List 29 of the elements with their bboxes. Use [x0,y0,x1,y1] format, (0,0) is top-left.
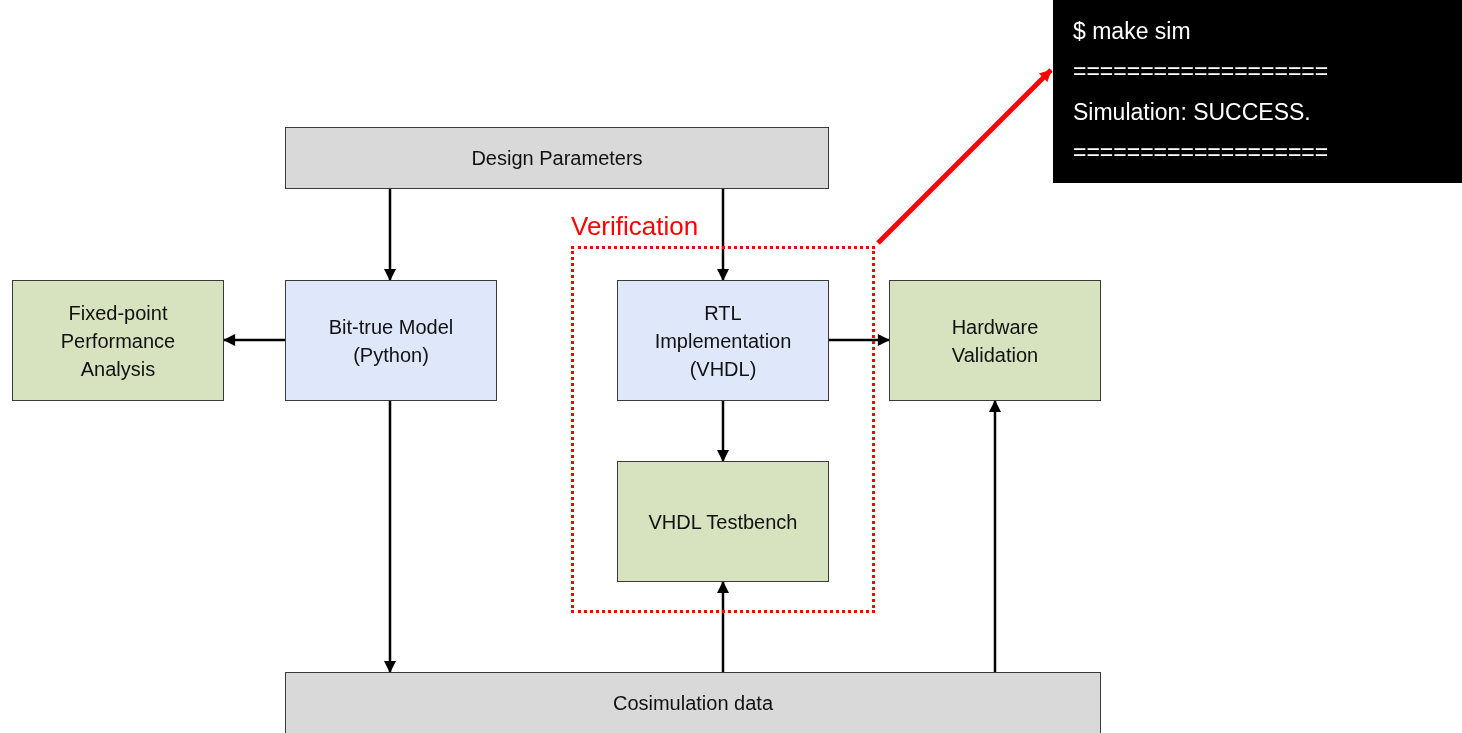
box-label: Fixed-point Performance Analysis [59,300,177,382]
terminal-line: =================== [1073,57,1330,87]
arrow [717,401,729,462]
process-box [617,280,829,401]
arrow [717,189,729,281]
arrow [989,400,1001,672]
box-label: Cosimulation data [612,691,774,716]
box-label: Design Parameters [471,146,643,171]
callout-arrow [876,68,1053,245]
arrow [223,334,285,346]
process-box [285,280,497,401]
box-label: Bit-true Model (Python) [327,314,455,368]
process-box [285,127,829,189]
group-label: Verification [571,210,699,242]
terminal-line: =================== [1073,138,1330,167]
process-box [617,461,829,582]
box-label: VHDL Testbench [648,509,798,535]
terminal-line: Simulation: SUCCESS. [1073,97,1312,127]
process-box [12,280,224,401]
arrow [384,401,396,673]
box-label: RTL Implementation (VHDL) [653,300,793,382]
arrow [829,334,890,346]
process-box [889,280,1101,401]
arrow [717,581,729,672]
arrow [384,189,396,281]
process-box [285,672,1101,733]
terminal-window [1053,0,1462,183]
terminal-line: $ make sim [1073,17,1192,46]
box-label: Hardware Validation [950,314,1040,368]
